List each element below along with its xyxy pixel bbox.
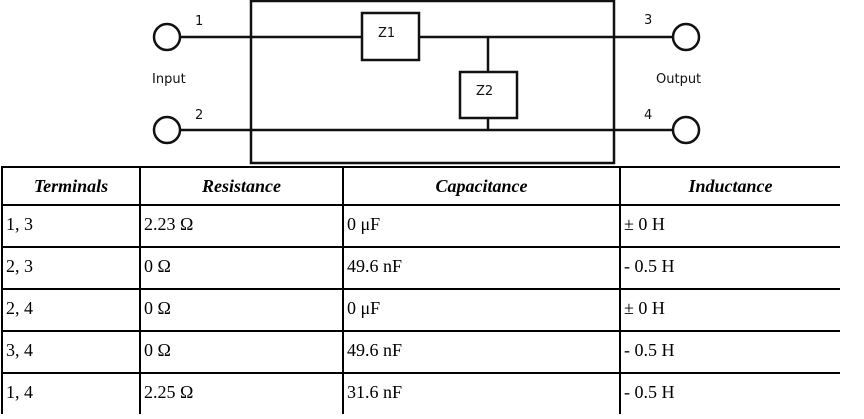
cell-terminals: 2, 4 (1, 288, 141, 332)
table-row: 2, 4 0 Ω 0 μF ± 0 H (1, 288, 840, 332)
cell-resistance: 2.23 Ω (139, 204, 344, 248)
terminal-2-circle (152, 115, 182, 145)
terminal-1-circle (152, 22, 182, 52)
table-row: 1, 4 2.25 Ω 31.6 nF - 0.5 H (1, 372, 840, 414)
cell-inductance: - 0.5 H (619, 330, 840, 374)
terminal-3-circle (671, 22, 701, 52)
terminal-2-label: 2 (195, 108, 203, 123)
input-label: Input (152, 72, 186, 87)
cell-inductance: ± 0 H (619, 204, 840, 248)
cell-inductance: - 0.5 H (619, 246, 840, 290)
z2-label: Z2 (476, 84, 493, 99)
cell-inductance: ± 0 H (619, 288, 840, 332)
table-row: 3, 4 0 Ω 49.6 nF - 0.5 H (1, 330, 840, 374)
terminal-measurements-table: Terminals Resistance Capacitance Inducta… (1, 166, 840, 414)
cell-resistance: 0 Ω (139, 288, 344, 332)
cell-capacitance: 49.6 nF (342, 246, 621, 290)
table-row: 2, 3 0 Ω 49.6 nF - 0.5 H (1, 246, 840, 290)
cell-inductance: - 0.5 H (619, 372, 840, 414)
cell-capacitance: 31.6 nF (342, 372, 621, 414)
z1-box (360, 11, 421, 62)
terminal-1-label: 1 (195, 14, 203, 29)
cell-capacitance: 49.6 nF (342, 330, 621, 374)
table-header-row: Terminals Resistance Capacitance Inducta… (1, 166, 840, 206)
two-port-network-diagram: 1 2 3 4 Input Output Z1 Z2 (152, 0, 701, 165)
header-resistance: Resistance (139, 166, 344, 206)
output-label: Output (656, 72, 701, 87)
header-terminals: Terminals (1, 166, 141, 206)
cell-resistance: 0 Ω (139, 246, 344, 290)
terminal-4-circle (671, 115, 701, 145)
cell-resistance: 0 Ω (139, 330, 344, 374)
cell-terminals: 3, 4 (1, 330, 141, 374)
cell-terminals: 2, 3 (1, 246, 141, 290)
cell-terminals: 1, 4 (1, 372, 141, 414)
cell-terminals: 1, 3 (1, 204, 141, 248)
cell-resistance: 2.25 Ω (139, 372, 344, 414)
cell-capacitance: 0 μF (342, 204, 621, 248)
terminal-3-label: 3 (644, 13, 652, 28)
header-capacitance: Capacitance (342, 166, 621, 206)
cell-capacitance: 0 μF (342, 288, 621, 332)
terminal-4-label: 4 (644, 108, 652, 123)
z2-box (458, 70, 519, 120)
network-box (249, 0, 616, 165)
table-row: 1, 3 2.23 Ω 0 μF ± 0 H (1, 204, 840, 248)
z1-label: Z1 (378, 26, 395, 41)
header-inductance: Inductance (619, 166, 840, 206)
